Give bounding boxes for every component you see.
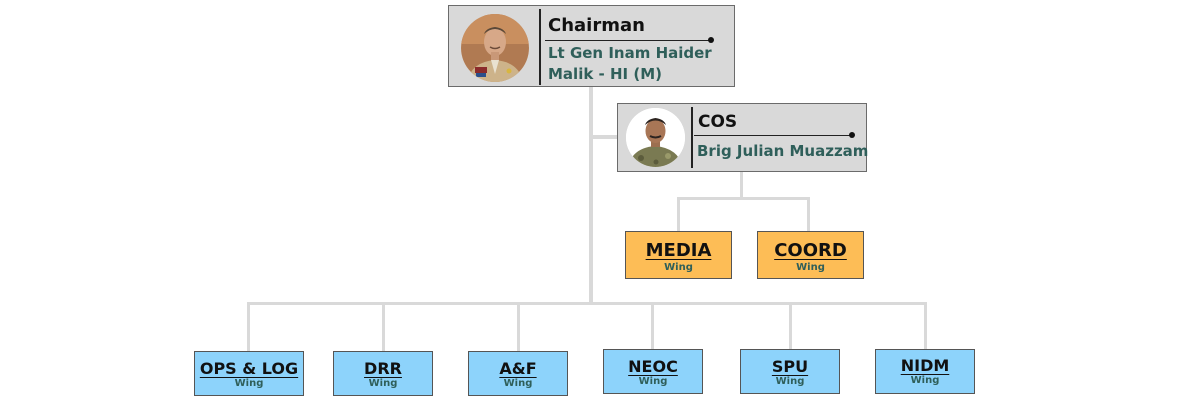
connector-cos-down xyxy=(740,171,743,198)
wing-box-ops-log[interactable]: OPS & LOG Wing xyxy=(194,351,304,396)
wing-box-af[interactable]: A&F Wing xyxy=(468,351,568,396)
wing-sub-nidm: Wing xyxy=(910,375,940,386)
chairman-photo xyxy=(461,14,529,82)
cos-photo xyxy=(626,108,685,167)
chairman-separator xyxy=(539,9,541,85)
wing-sub-ops-log: Wing xyxy=(234,378,264,389)
connector-drop-spu xyxy=(789,302,792,350)
connector-drop-ops-log xyxy=(247,302,250,352)
cos-rule xyxy=(694,135,851,136)
wing-sub-af: Wing xyxy=(503,378,533,389)
cos-rule-dot xyxy=(849,132,855,138)
connector-media-drop xyxy=(677,197,680,232)
wing-box-spu[interactable]: SPU Wing xyxy=(740,349,840,394)
connector-drop-neoc xyxy=(651,302,654,350)
wing-sub-spu: Wing xyxy=(775,376,805,387)
officer-portrait-icon xyxy=(626,108,685,167)
wing-title-drr: DRR xyxy=(364,359,402,378)
connector-drop-af xyxy=(517,302,520,352)
wing-box-drr[interactable]: DRR Wing xyxy=(333,351,433,396)
wing-title-media: MEDIA xyxy=(645,240,712,261)
cos-name: Brig Julian Muazzam xyxy=(697,142,869,160)
connector-drop-drr xyxy=(382,302,385,352)
connector-staff-horizontal xyxy=(677,197,810,200)
cos-role: COS xyxy=(698,112,738,132)
chairman-rule xyxy=(545,40,710,41)
wing-title-coord: COORD xyxy=(774,240,847,261)
wing-box-coord[interactable]: COORD Wing xyxy=(757,231,864,279)
cos-separator xyxy=(691,107,693,168)
chairman-rule-dot xyxy=(708,37,714,43)
officer-portrait-icon xyxy=(461,14,529,82)
wing-title-af: A&F xyxy=(499,359,537,378)
chairman-name-line1: Lt Gen Inam Haider xyxy=(548,44,712,62)
connector-coord-drop xyxy=(807,197,810,232)
chairman-name-line2: Malik - HI (M) xyxy=(548,65,662,83)
wing-title-spu: SPU xyxy=(771,357,809,376)
cos-card[interactable]: COS Brig Julian Muazzam xyxy=(617,103,869,172)
wing-box-media[interactable]: MEDIA Wing xyxy=(625,231,732,279)
wing-box-nidm[interactable]: NIDM Wing xyxy=(875,349,975,394)
connector-drop-nidm xyxy=(924,302,927,350)
wing-title-nidm: NIDM xyxy=(900,356,950,375)
wing-sub-coord: Wing xyxy=(796,262,825,273)
connector-main-vertical xyxy=(589,86,593,304)
chairman-role: Chairman xyxy=(548,15,645,36)
wing-title-neoc: NEOC xyxy=(628,357,678,376)
chairman-card[interactable]: Chairman Lt Gen Inam Haider Malik - HI (… xyxy=(448,5,735,87)
connector-wings-horizontal xyxy=(247,302,927,305)
wing-title-ops-log: OPS & LOG xyxy=(199,359,299,378)
wing-sub-drr: Wing xyxy=(368,378,398,389)
connector-to-cos xyxy=(589,135,617,139)
wing-sub-media: Wing xyxy=(664,262,693,273)
wing-box-neoc[interactable]: NEOC Wing xyxy=(603,349,703,394)
wing-sub-neoc: Wing xyxy=(638,376,668,387)
